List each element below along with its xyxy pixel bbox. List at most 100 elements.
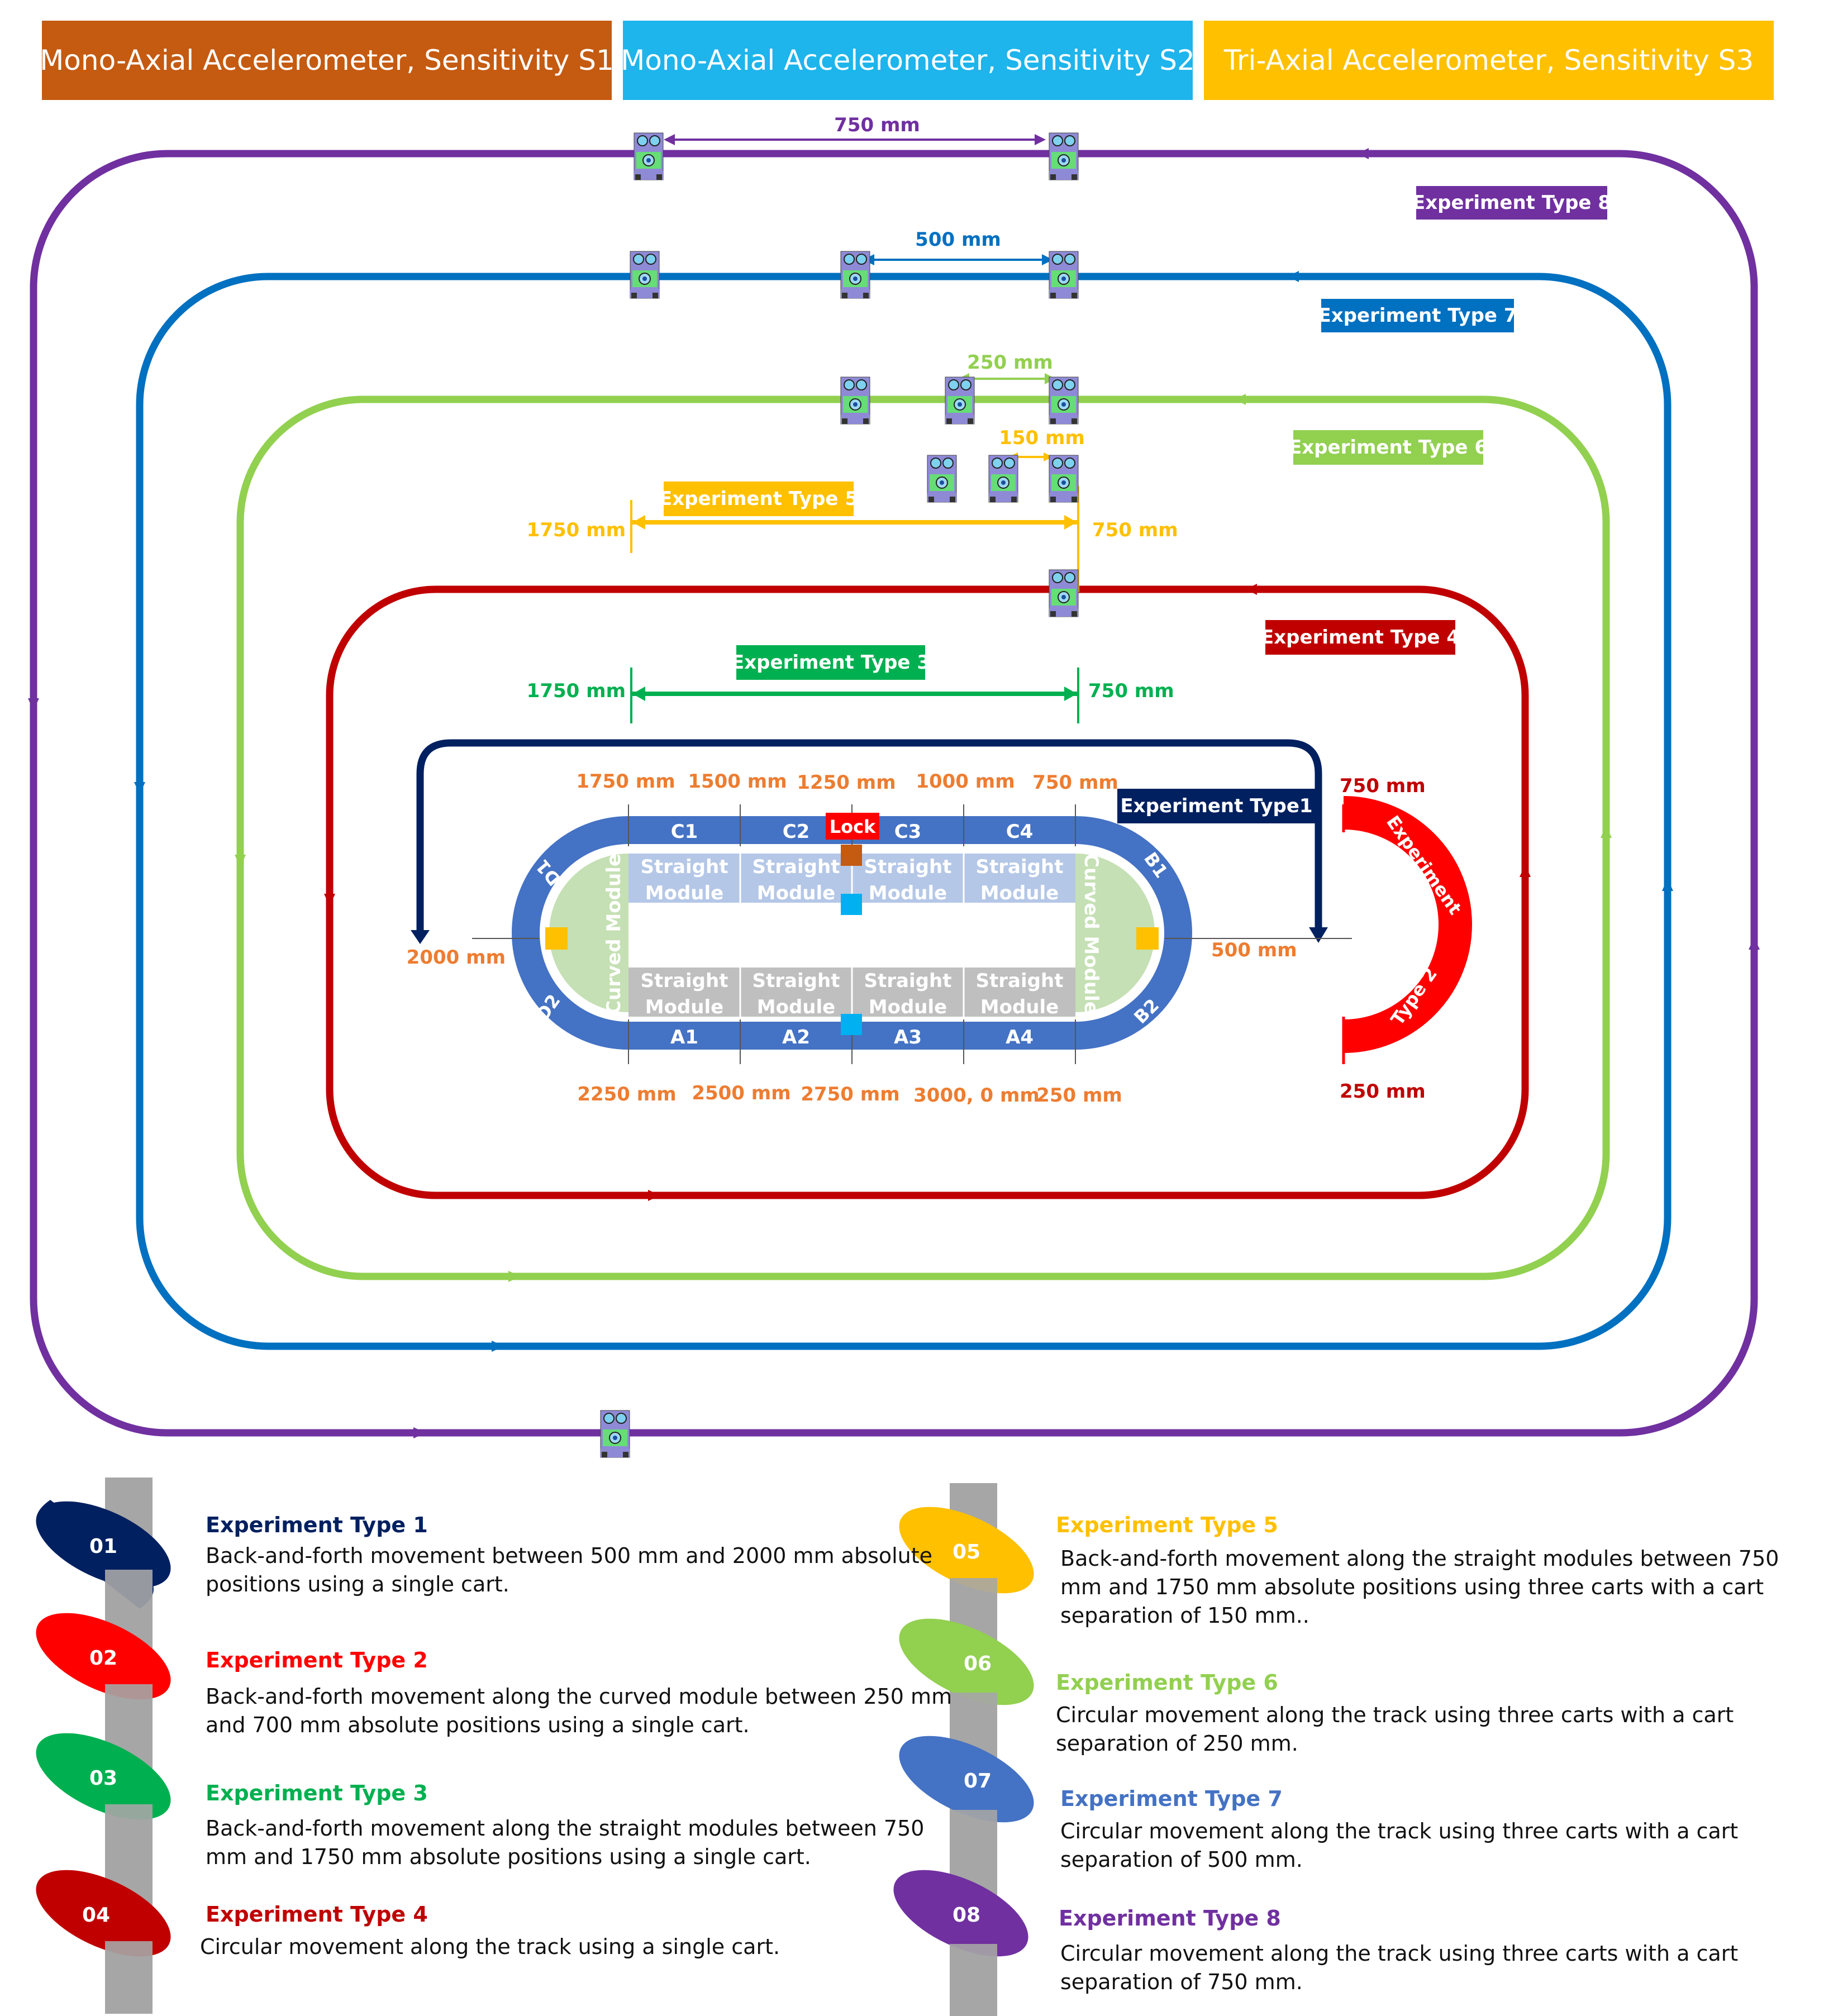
desc-title-3: Experiment Type 3 <box>206 1781 428 1805</box>
type7-distance: 500 mm <box>915 228 1001 251</box>
desc-title-8: Experiment Type 8 <box>1059 1906 1281 1931</box>
ribbon-left: 01 02 03 04 <box>36 1478 171 2014</box>
straight-a1-l2: Module <box>645 996 723 1018</box>
desc-title-2: Experiment Type 2 <box>206 1648 428 1672</box>
badge-08: 08 <box>953 1904 980 1927</box>
tag-type8: Experiment Type 8 <box>1412 186 1611 220</box>
central-oval: C1 C2 C3 C4 A1 A2 A3 A4 Straight Module … <box>472 804 1352 1064</box>
track-type8 <box>30 150 1758 1437</box>
straight-c2-l2: Module <box>757 882 835 904</box>
cart-t7-a <box>630 251 660 299</box>
desc-text-4: Circular movement along the track using … <box>200 1934 780 1959</box>
tag-type3: Experiment Type 3 <box>731 645 930 680</box>
sensor-s2-bottom <box>841 1014 862 1035</box>
straight-c4-l1: Straight <box>976 856 1064 878</box>
type2-arc <box>1343 796 1472 1053</box>
tag-type7: Experiment Type 7 <box>1318 299 1517 332</box>
desc-text-3: Back-and-forth movement along the straig… <box>206 1816 925 1869</box>
cart-t7-c <box>1049 251 1079 299</box>
type5-right: 750 mm <box>1092 519 1178 541</box>
seg-a4: A4 <box>1006 1026 1034 1048</box>
type5-left: 1750 mm <box>527 519 626 541</box>
type8-distance: 750 mm <box>834 114 920 136</box>
desc-text-8: Circular movement along the track using … <box>1060 1941 1739 1994</box>
seg-a2: A2 <box>782 1026 810 1048</box>
cart-t5-b <box>988 455 1018 503</box>
straight-a4-l1: Straight <box>976 970 1064 992</box>
pos-bottom-1: 2500 mm <box>692 1082 790 1104</box>
seg-c3: C3 <box>894 821 922 843</box>
pos-left: 2000 mm <box>407 946 506 969</box>
cart-bottom <box>600 1410 630 1458</box>
straight-c2-l1: Straight <box>753 856 840 878</box>
desc-title-5: Experiment Type 5 <box>1056 1513 1278 1537</box>
cart-t8-b <box>1049 132 1079 180</box>
badge-02: 02 <box>89 1647 117 1670</box>
badge-05: 05 <box>953 1541 980 1564</box>
pos-bottom-2: 2750 mm <box>801 1083 899 1105</box>
badge-03: 03 <box>89 1767 117 1790</box>
desc-title-4: Experiment Type 4 <box>206 1902 428 1927</box>
seg-c4: C4 <box>1006 821 1034 843</box>
badge-04: 04 <box>82 1904 110 1927</box>
track-type7 <box>136 273 1671 1350</box>
curved-right: Curved Module <box>1080 854 1102 1014</box>
straight-c1-l1: Straight <box>641 856 728 878</box>
desc-text-6: Circular movement along the track using … <box>1056 1703 1734 1756</box>
pos-top-1: 1500 mm <box>688 770 787 793</box>
straight-a2-l2: Module <box>757 996 835 1018</box>
tag-type6: Experiment Type 6 <box>1289 430 1488 465</box>
pos-top-4: 750 mm <box>1032 771 1118 794</box>
sensor-s3-left <box>545 927 568 950</box>
seg-c2: C2 <box>783 821 810 843</box>
straight-c1-l2: Module <box>645 882 723 904</box>
type1-path <box>416 739 1322 933</box>
legend-s2: Mono-Axial Accelerometer, Sensitivity S2 <box>623 21 1193 100</box>
pos-right: 500 mm <box>1211 939 1297 961</box>
seg-a1: A1 <box>670 1026 698 1048</box>
sensor-s1-lock <box>841 845 862 866</box>
straight-c3-l2: Module <box>869 882 947 904</box>
seg-c1: C1 <box>671 821 698 843</box>
straight-a3-l2: Module <box>869 996 947 1018</box>
desc-text-7: Circular movement along the track using … <box>1060 1819 1739 1872</box>
type3-right: 750 mm <box>1088 680 1174 702</box>
track-diagram: 750 mm 500 mm 250 mm 150 mm 1750 mm 750 … <box>28 114 1760 1458</box>
sensor-s3-right <box>1136 927 1159 950</box>
desc-title-6: Experiment Type 6 <box>1056 1670 1278 1695</box>
cart-t7-b <box>840 251 870 299</box>
curved-left: Curved Module <box>603 854 625 1014</box>
pos-bottom-3: 3000, 0 mm <box>913 1084 1040 1107</box>
ribbon-right: 05 06 07 08 <box>893 1483 1034 2016</box>
type3-left: 1750 mm <box>527 680 626 702</box>
desc-text-2: Back-and-forth movement along the curved… <box>206 1684 953 1737</box>
straight-a2-l1: Straight <box>753 970 840 992</box>
tag-type4: Experiment Type 4 <box>1261 620 1460 655</box>
legend-s1: Mono-Axial Accelerometer, Sensitivity S1 <box>42 21 612 100</box>
type2-bottom: 250 mm <box>1340 1080 1426 1103</box>
legend-s3: Tri-Axial Accelerometer, Sensitivity S3 <box>1204 21 1774 100</box>
cart-t4 <box>1049 569 1079 617</box>
badge-07: 07 <box>964 1770 992 1793</box>
pos-top-0: 1750 mm <box>576 770 675 793</box>
straight-c3-l1: Straight <box>864 856 952 878</box>
desc-text-5: Back-and-forth movement along the straig… <box>1060 1546 1779 1628</box>
badge-06: 06 <box>964 1652 992 1675</box>
desc-title-1: Experiment Type 1 <box>206 1513 428 1537</box>
cart-t5-c <box>1049 455 1079 503</box>
tag-type1: Experiment Type1 <box>1117 789 1316 823</box>
pos-bottom-0: 2250 mm <box>577 1083 676 1105</box>
cart-t6-a <box>840 376 870 425</box>
type5-separation: 150 mm <box>999 427 1085 449</box>
direction-arrows <box>28 148 1760 1438</box>
track-type4 <box>326 585 1529 1199</box>
cart-t6-c <box>1049 376 1079 425</box>
straight-a1-l1: Straight <box>641 970 728 992</box>
badge-01: 01 <box>89 1535 117 1558</box>
tag-type5: Experiment Type 5 <box>659 482 858 516</box>
desc-text-1: Back-and-forth movement between 500 mm a… <box>206 1543 933 1596</box>
straight-a4-l2: Module <box>980 996 1059 1018</box>
pos-top-2: 1250 mm <box>797 771 896 794</box>
cart-t8-a <box>634 132 664 180</box>
